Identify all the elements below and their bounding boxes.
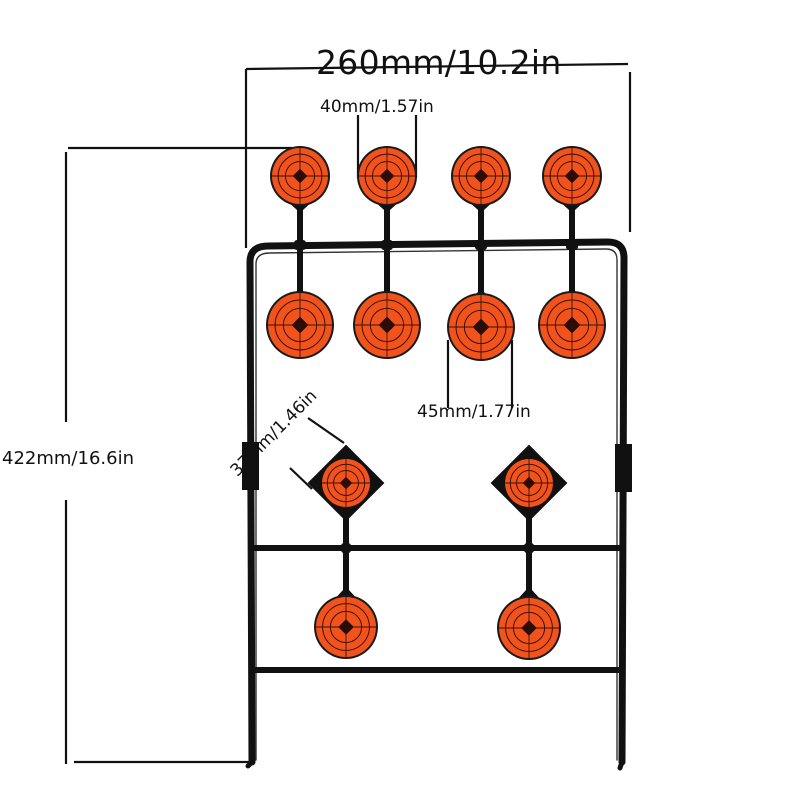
ground-stake-right [617,697,625,771]
frame-outline-inner [255,248,618,761]
pivot-hub [475,240,487,250]
frame-outline [246,238,628,766]
width-dimension-line [245,62,629,71]
pivot-hub [566,240,578,250]
bullseye-diamond [564,168,580,184]
frame-clip-left [242,442,259,490]
middle-disc-diameter-label: 45mm/1.77in [417,402,531,422]
diamond-disc-tick-upper [307,417,345,444]
round-target [538,291,606,359]
width-label: 260mm/10.2in [316,43,562,82]
bullseye-diamond [339,476,353,490]
target-paddles [266,146,606,660]
round-target [542,146,602,206]
bullseye-diamond [472,318,490,336]
round-target [270,146,330,206]
ground-stake-left [245,697,255,769]
bullseye-diamond [521,620,537,636]
bullseye-diamond [291,316,309,334]
pivot-hub [294,240,306,250]
round-target [353,291,421,359]
frame-clip-right [615,444,632,492]
round-target [451,146,511,206]
round-target [314,595,378,659]
bullseye-diamond [522,476,536,490]
round-target [447,293,515,361]
top-disc-diameter-label: 40mm/1.57in [320,97,434,117]
round-target [357,146,417,206]
stand-frame [245,238,628,771]
dimension-lines [64,62,632,764]
round-target [497,596,561,660]
bullseye-diamond [378,316,396,334]
diamond-target [307,444,385,522]
bullseye-diamond [563,316,581,334]
bullseye-diamond [379,168,395,184]
bullseye-diamond [338,619,354,635]
round-target [266,291,334,359]
diamond-disc-tick-lower [289,467,313,490]
bullseye-diamond [292,168,308,184]
pivot-hub [381,240,393,250]
bullseye-diamond [473,168,489,184]
diamond-target [490,444,568,522]
height-label: 422mm/16.6in [2,448,134,469]
pivot-hub [524,543,534,553]
pivot-hub [341,543,351,553]
